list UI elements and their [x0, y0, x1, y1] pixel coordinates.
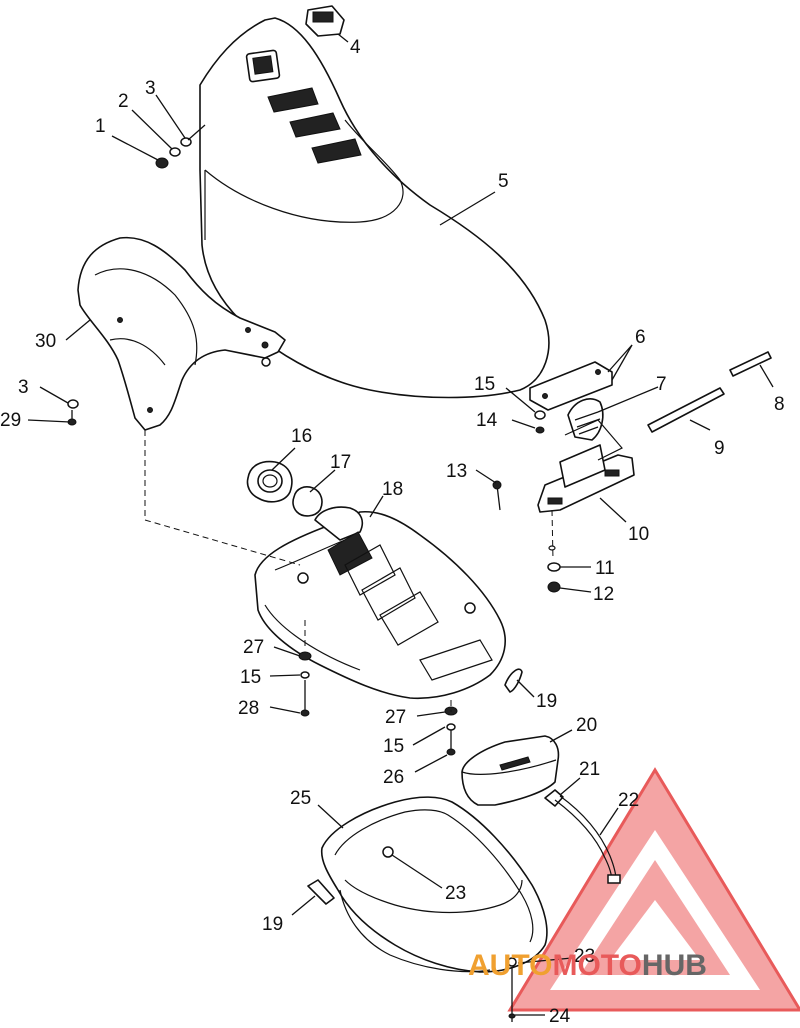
hinge-plate-part — [529, 361, 613, 411]
shroud-bracket-part — [77, 236, 286, 431]
pin-part-lower — [307, 879, 335, 905]
console-fasteners-right — [444, 706, 458, 756]
watermark-text-hub: HUB — [642, 949, 707, 982]
callout-15-secondary: 15 — [240, 667, 261, 688]
callout-1: 1 — [95, 116, 106, 137]
callout-25: 25 — [290, 788, 311, 809]
callout-28: 28 — [238, 698, 259, 719]
seat-part — [199, 17, 550, 399]
hinge-fasteners — [492, 410, 561, 593]
callout-27: 27 — [243, 637, 264, 658]
callout-22: 22 — [618, 790, 639, 811]
callout-30: 30 — [35, 331, 56, 352]
seat-fasteners — [155, 124, 206, 169]
callout-24: 24 — [549, 1006, 571, 1027]
callout-17: 17 — [330, 452, 351, 473]
bracket-fasteners — [67, 399, 79, 426]
watermark-text-auto: AUTO — [468, 949, 552, 982]
callout-11: 11 — [595, 558, 615, 579]
callout-29: 29 — [0, 410, 21, 431]
tub-fastener-part — [508, 968, 516, 1022]
callout-23-secondary: 23 — [574, 946, 595, 967]
callout-21: 21 — [579, 759, 600, 780]
callout-15-tertiary: 15 — [383, 736, 404, 757]
hinge-rod-part — [647, 387, 725, 433]
hook-part-upper — [504, 668, 523, 693]
callout-2: 2 — [118, 91, 129, 112]
storage-tub-part — [320, 796, 548, 973]
callout-27-secondary: 27 — [385, 707, 406, 728]
callout-4: 4 — [350, 37, 361, 58]
assembly-lines — [144, 430, 554, 712]
drain-tube-part — [544, 789, 621, 884]
leader-lines — [27, 33, 774, 1016]
hinge-base-part — [537, 419, 635, 513]
callout-20: 20 — [576, 715, 597, 736]
callout-26: 26 — [383, 767, 404, 788]
callout-6: 6 — [635, 327, 646, 348]
callout-labels: 1 2 3 4 5 6 7 8 9 10 11 12 13 14 15 16 1… — [0, 37, 785, 1027]
callout-12: 12 — [593, 584, 614, 605]
callout-10: 10 — [628, 524, 649, 545]
storage-lid-part — [461, 735, 560, 806]
callout-3-secondary: 3 — [18, 377, 29, 398]
watermark-text-moto: MOTO — [552, 949, 641, 982]
callout-18: 18 — [382, 479, 403, 500]
callout-13: 13 — [446, 461, 467, 482]
callout-19: 19 — [536, 691, 557, 712]
watermark-logo — [507, 767, 800, 1012]
console-cover-part — [254, 506, 506, 700]
callout-19-secondary: 19 — [262, 914, 283, 935]
callout-8: 8 — [774, 394, 785, 415]
callout-16: 16 — [291, 426, 312, 447]
watermark-text: AUTOMOTOHUB — [468, 949, 707, 982]
callout-5: 5 — [498, 171, 509, 192]
grommet-part — [246, 460, 293, 503]
hinge-spring-part — [567, 398, 604, 441]
plug-part — [292, 486, 323, 517]
callout-15: 15 — [474, 374, 495, 395]
callout-7: 7 — [656, 374, 667, 395]
callout-14: 14 — [476, 410, 498, 431]
callout-23: 23 — [445, 883, 466, 904]
callout-9: 9 — [714, 438, 725, 459]
console-fasteners-left — [298, 651, 312, 717]
hinge-pin-part — [729, 351, 772, 377]
latch-part — [305, 5, 345, 37]
callout-3: 3 — [145, 78, 156, 99]
